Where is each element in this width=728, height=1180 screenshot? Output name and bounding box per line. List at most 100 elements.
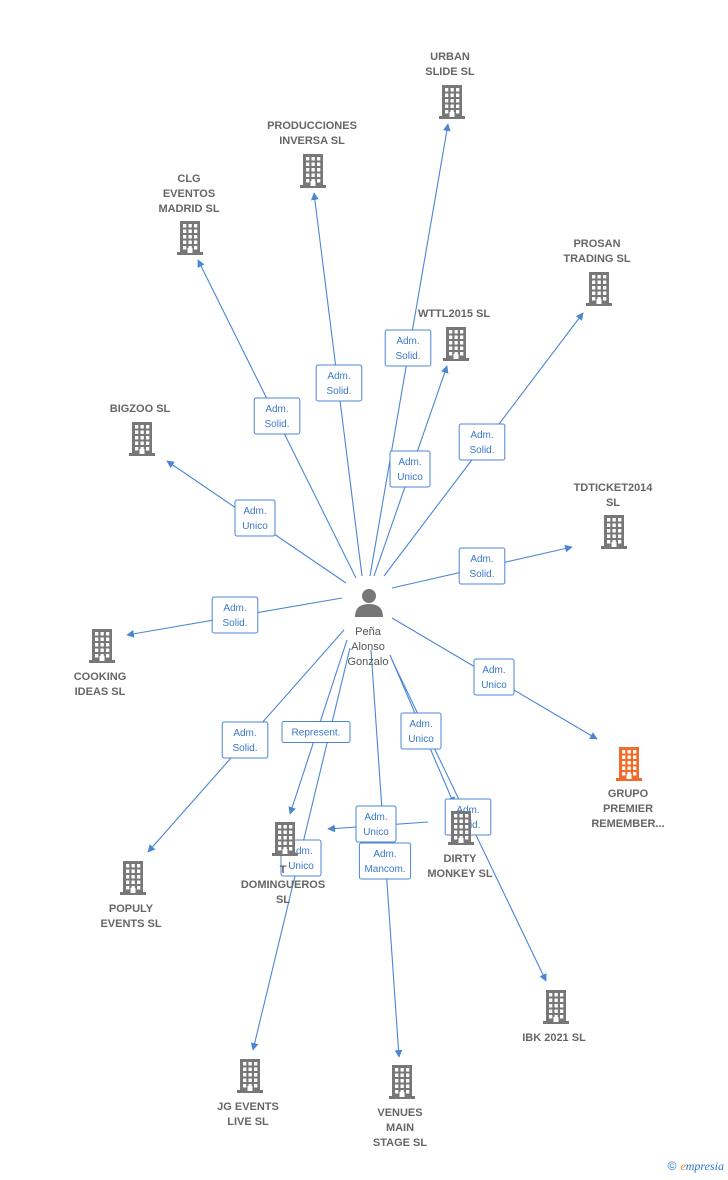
relation-label-text: Adm. (409, 719, 432, 730)
company-node-ibk[interactable]: IBK 2021 SL (522, 990, 586, 1044)
building-icon (616, 747, 642, 781)
relation-label-text: Unico (288, 861, 314, 872)
person-name-line: Alonso (351, 641, 385, 653)
relation-label-text: Adm. (243, 506, 266, 517)
relation-label-box (458, 547, 506, 585)
company-name-line: IDEAS SL (75, 686, 126, 698)
company-name-line: DIRTY (444, 853, 478, 865)
relation-label-text: Solid. (469, 445, 494, 456)
copyright-symbol: © (667, 1159, 677, 1173)
relation-label-text: Solid. (469, 569, 494, 580)
company-name-line: COOKING (74, 671, 127, 683)
building-icon (586, 272, 612, 306)
company-name-line: CLG (177, 173, 200, 185)
relation-label-text: Adm. (364, 812, 387, 823)
relation-label-box (389, 450, 431, 488)
relation-label[interactable]: Represent. (281, 721, 351, 743)
company-name-line: INVERSA SL (279, 135, 345, 147)
company-name-line: GRUPO (608, 788, 649, 800)
relation-label[interactable]: Adm.Unico (400, 712, 442, 750)
company-node-grupo[interactable]: GRUPOPREMIERREMEMBER... (591, 747, 665, 830)
relation-label[interactable]: Adm.Mancom. (358, 842, 412, 880)
relation-label-text: Adm. (470, 430, 493, 441)
relation-label-text: Adm. (470, 554, 493, 565)
company-node-bigzoo[interactable]: BIGZOO SL (110, 403, 171, 456)
relation-label[interactable]: Adm. Unico (389, 450, 431, 488)
company-node-populy[interactable]: POPULY EVENTS SL (100, 861, 162, 930)
relation-label[interactable]: Adm.Unico (234, 499, 276, 537)
company-name-line: STAGE SL (373, 1137, 427, 1149)
company-node-urban[interactable]: URBAN SLIDE SL (425, 51, 475, 119)
relation-label[interactable]: Adm. Solid. (458, 547, 506, 585)
company-name-line: WTTL2015 SL (418, 308, 490, 320)
company-name-line: POPULY (109, 903, 154, 915)
building-icon (448, 811, 474, 845)
relation-label[interactable]: Adm.Unico (355, 805, 397, 843)
person-name-line: Gonzalo (348, 656, 389, 668)
company-name-line: EVENTS SL (100, 918, 161, 930)
relation-label-box (358, 842, 412, 880)
company-name-line: VENUES (377, 1107, 422, 1119)
relation-label-box (253, 397, 301, 435)
relation-label[interactable]: Adm.Solid. (253, 397, 301, 435)
relation-label-text: Adm. (398, 457, 421, 468)
company-name-line: URBAN (430, 51, 470, 63)
relation-label-box (458, 423, 506, 461)
company-name-line: REMEMBER... (591, 818, 664, 830)
relation-label[interactable]: Adm. Solid. (458, 423, 506, 461)
relation-label-text: Adm. (396, 336, 419, 347)
building-icon (601, 515, 627, 549)
relation-label[interactable]: Adm. Unico (473, 658, 515, 696)
company-name-line: SLIDE SL (425, 66, 475, 78)
building-icon (237, 1059, 263, 1093)
relation-label-text: Solid. (232, 743, 257, 754)
relation-label-box (355, 805, 397, 843)
company-node-dirty[interactable]: DIRTY MONKEY SL (427, 811, 493, 880)
relation-label-text: Adm. (482, 665, 505, 676)
company-name-line: MADRID SL (158, 203, 219, 215)
company-name-line: SL (606, 497, 620, 509)
relation-label-text: Adm. (265, 404, 288, 415)
relation-label-text: Adm. (233, 728, 256, 739)
company-node-cooking[interactable]: COOKING IDEAS SL (74, 629, 127, 698)
company-name-line: MONKEY SL (427, 868, 492, 880)
person-icon (355, 589, 383, 617)
person-name-line: Peña (355, 626, 382, 638)
relation-label-box (281, 721, 351, 743)
relation-label-text: Solid. (395, 351, 420, 362)
relation-label-text: Adm. (289, 846, 312, 857)
relation-label[interactable]: Adm.Solid. (211, 596, 259, 634)
relation-label[interactable]: Adm. Solid. (384, 329, 432, 367)
building-icon (177, 221, 203, 255)
building-icon (439, 85, 465, 119)
company-name-line: BIGZOO SL (110, 403, 171, 415)
company-node-wttl[interactable]: WTTL2015 SL (418, 308, 490, 361)
relation-label-box (211, 596, 259, 634)
company-name-line: TDTICKET2014 (574, 482, 654, 494)
building-icon (300, 154, 326, 188)
brand-initial: e (680, 1159, 686, 1173)
building-icon (89, 629, 115, 663)
relation-label[interactable]: Adm. Solid. (221, 721, 269, 759)
relation-label-text: Unico (397, 472, 423, 483)
company-node-clg[interactable]: CLG EVENTOS MADRID SL (158, 173, 220, 255)
relation-label[interactable]: Adm.Solid. (315, 364, 363, 402)
relation-label-text: Adm. (456, 805, 479, 816)
relation-label-text: Solid. (326, 386, 351, 397)
building-icon (543, 990, 569, 1024)
relation-label-text: Unico (481, 680, 507, 691)
brand-name: mpresia (685, 1159, 724, 1173)
relation-label-box (234, 499, 276, 537)
company-name-line: EVENTOS (163, 188, 215, 200)
relation-label-box (400, 712, 442, 750)
relation-label-box (221, 721, 269, 759)
company-name-line: SL (276, 894, 290, 906)
relation-label-text: Mancom. (364, 864, 405, 875)
